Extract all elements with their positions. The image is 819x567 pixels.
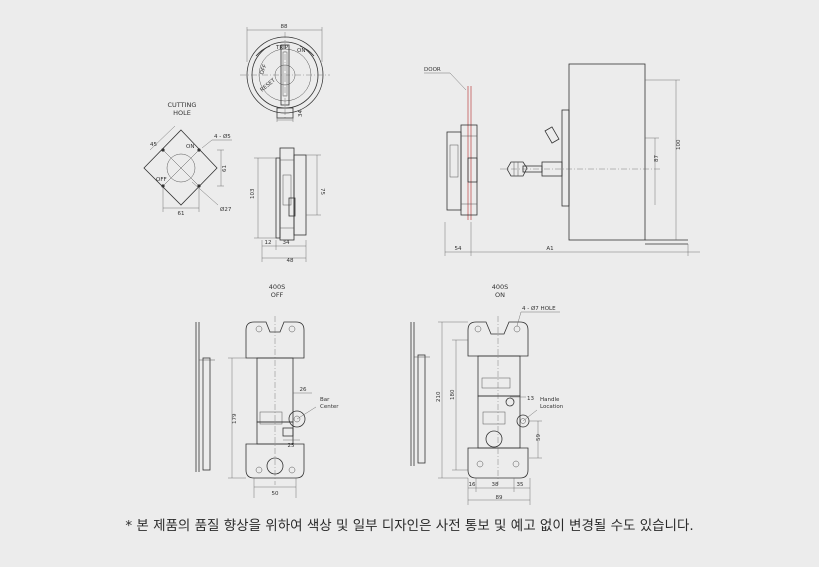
front-dim-34: 34 — [298, 110, 304, 117]
front-dial-view: 88 OFF ON TRIP RESET 34 — [240, 24, 330, 122]
door-mount-view: DOOR 54 A1 87 100 — [424, 63, 700, 256]
door-dim-54: 54 — [455, 246, 462, 252]
on-dim-180: 180 — [450, 389, 456, 400]
side-dim-75: 75 — [319, 188, 325, 195]
cutting-hole-view: CUTTING HOLE ON OFF 45 4 - Ø5 61 61 Ø27 — [143, 101, 232, 217]
off-title-2: OFF — [271, 291, 284, 299]
off-state-view: 400S OFF 179 26 25 50 Bar Center — [195, 283, 339, 498]
door-dim-a: A1 — [546, 246, 553, 252]
side-dim-12: 12 — [265, 240, 272, 246]
on-state-view: 400S ON 4 - Ø7 HOLE 210 180 13 — [410, 283, 564, 505]
door-dim-87: 87 — [654, 155, 660, 162]
on-dim-13: 13 — [527, 396, 534, 402]
on-dim-89: 89 — [496, 495, 503, 501]
side-dim-48: 48 — [287, 258, 294, 264]
off-dim-25: 25 — [288, 443, 295, 449]
off-bar-center-1: Bar — [320, 397, 330, 403]
off-bar-center-2: Center — [320, 404, 339, 410]
cutting-hole-title-2: HOLE — [173, 109, 191, 117]
off-dim-179: 179 — [232, 413, 238, 424]
on-handle-location-1: Handle — [540, 397, 560, 403]
side-dim-34: 34 — [283, 240, 290, 246]
side-dim-103: 103 — [250, 188, 256, 199]
on-dim-35: 35 — [517, 482, 524, 488]
on-hole-label: 4 - Ø7 HOLE — [522, 305, 556, 312]
on-dim-59: 59 — [536, 434, 542, 441]
off-dim-50: 50 — [272, 491, 279, 497]
on-title-1: 400S — [492, 283, 509, 291]
dial-text-reset: RESET — [259, 77, 277, 93]
on-dim-16: 16 — [469, 482, 476, 488]
cutting-hole-dim-27: Ø27 — [220, 206, 232, 213]
on-title-2: ON — [495, 291, 505, 299]
cutting-hole-dim-45: 45 — [150, 142, 157, 148]
on-handle-location-2: Location — [540, 404, 564, 410]
side-view: 103 75 12 34 48 — [250, 147, 325, 264]
dial-text-trip: TRIP — [275, 45, 289, 51]
front-dim-88: 88 — [281, 24, 288, 30]
door-dim-100: 100 — [676, 139, 682, 150]
cutting-hole-off-label: OFF — [156, 177, 167, 183]
dial-text-on: ON — [297, 48, 305, 54]
dial-text-off: OFF — [259, 64, 268, 76]
cutting-hole-on-label: ON — [186, 144, 194, 150]
on-dim-210: 210 — [436, 391, 442, 402]
cutting-hole-dim-61h: 61 — [178, 211, 185, 217]
off-dim-26: 26 — [300, 387, 307, 393]
cutting-hole-dim-61v: 61 — [222, 165, 228, 172]
off-title-1: 400S — [269, 283, 286, 291]
notice-text: * 본 제품의 품질 향상을 위하여 색상 및 일부 디자인은 사전 통보 및 … — [125, 518, 694, 534]
on-dim-38: 38 — [492, 482, 499, 488]
cutting-hole-dim-4hole: 4 - Ø5 — [214, 133, 231, 140]
door-label: DOOR — [424, 67, 441, 73]
cutting-hole-title-1: CUTTING — [168, 101, 197, 109]
